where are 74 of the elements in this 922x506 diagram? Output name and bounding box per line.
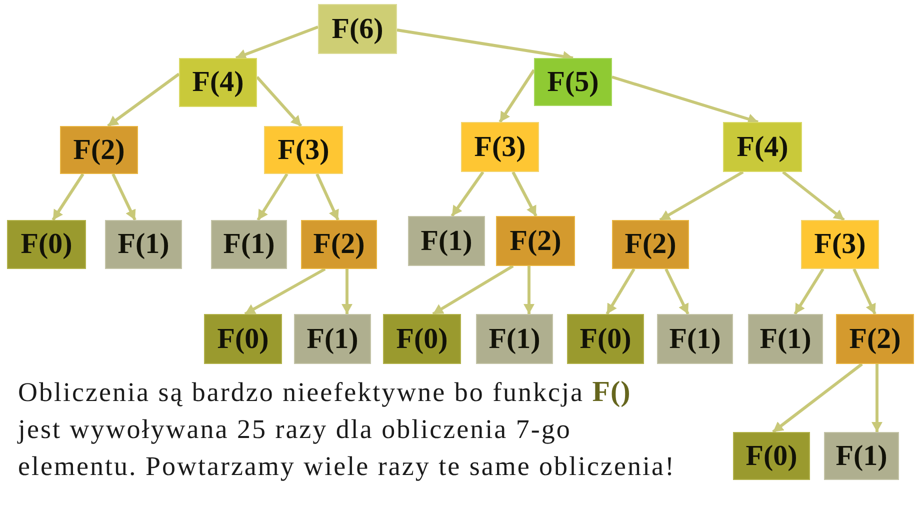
arrow xyxy=(52,173,84,221)
arrow xyxy=(112,173,136,221)
call-label: F(2) xyxy=(849,324,901,354)
call-box xyxy=(204,314,282,364)
arrow xyxy=(852,268,876,315)
call-box xyxy=(824,432,899,480)
call-label: F(3) xyxy=(278,136,330,164)
call-label: F(1) xyxy=(836,442,888,470)
arrow xyxy=(450,171,484,217)
call-label: F(0) xyxy=(20,230,72,259)
call-box xyxy=(476,314,553,364)
call-box xyxy=(801,220,879,269)
arrow xyxy=(244,268,326,316)
call-box xyxy=(318,4,397,54)
call-box xyxy=(294,314,371,364)
call-label: F(2) xyxy=(510,226,562,256)
call-box xyxy=(408,216,485,266)
call-label: F(2) xyxy=(313,230,365,259)
arrow xyxy=(512,171,538,217)
call-label: F(1) xyxy=(306,324,358,354)
arrow xyxy=(782,170,845,222)
call-box xyxy=(301,220,377,269)
arrow xyxy=(524,266,534,314)
call-label: F(0) xyxy=(580,324,632,354)
call-label: F(1) xyxy=(669,324,721,354)
call-box xyxy=(836,314,914,364)
note-text: Obliczenia są bardzo nieefektywne bo funkcja F() jest wywoływana 25 razy dla obliczenia 7-go elementu. Powtarzamy wiele razy te same obliczenia! xyxy=(18,375,676,483)
arrow xyxy=(432,264,514,316)
arrow xyxy=(256,173,288,221)
arrow xyxy=(664,268,690,315)
call-box xyxy=(733,432,810,480)
call-box xyxy=(179,58,257,107)
call-box xyxy=(105,220,182,269)
call-box xyxy=(461,122,539,172)
call-label: F(3) xyxy=(814,230,866,259)
call-label: F(1) xyxy=(488,324,540,354)
call-box xyxy=(211,220,287,269)
arrow xyxy=(256,76,302,127)
call-label: F(4) xyxy=(192,68,244,97)
call-box xyxy=(496,216,575,266)
call-label: F(1) xyxy=(223,230,275,259)
call-label: F(4) xyxy=(736,132,788,162)
call-box xyxy=(657,314,733,364)
call-box xyxy=(748,314,823,364)
arrow xyxy=(498,69,536,123)
call-box xyxy=(567,314,644,364)
call-label: F(5) xyxy=(547,68,599,96)
call-box xyxy=(534,58,612,106)
call-label: F(3) xyxy=(474,132,526,162)
arrow xyxy=(107,72,180,128)
call-box xyxy=(383,314,461,364)
call-box xyxy=(612,220,689,269)
call-label: F(1) xyxy=(420,226,472,256)
call-label: F(0) xyxy=(746,442,798,470)
call-label: F(1) xyxy=(118,230,170,259)
arrow xyxy=(612,76,758,124)
call-box xyxy=(264,126,343,174)
arrow xyxy=(794,268,824,315)
call-label: F(1) xyxy=(760,324,812,354)
arrow xyxy=(772,362,863,434)
call-label: F(6) xyxy=(332,14,384,44)
call-label: F(0) xyxy=(396,324,448,354)
arrow xyxy=(342,269,352,314)
arrow xyxy=(872,364,882,432)
call-box xyxy=(723,122,802,172)
call-label: F(2) xyxy=(624,230,676,259)
arrow xyxy=(316,173,340,221)
call-box xyxy=(60,126,138,174)
arrow xyxy=(606,268,636,315)
call-box xyxy=(7,220,86,269)
arrow xyxy=(659,170,744,222)
call-label: F(0) xyxy=(217,324,269,354)
arrow xyxy=(235,26,319,60)
call-label: F(2) xyxy=(73,136,125,164)
